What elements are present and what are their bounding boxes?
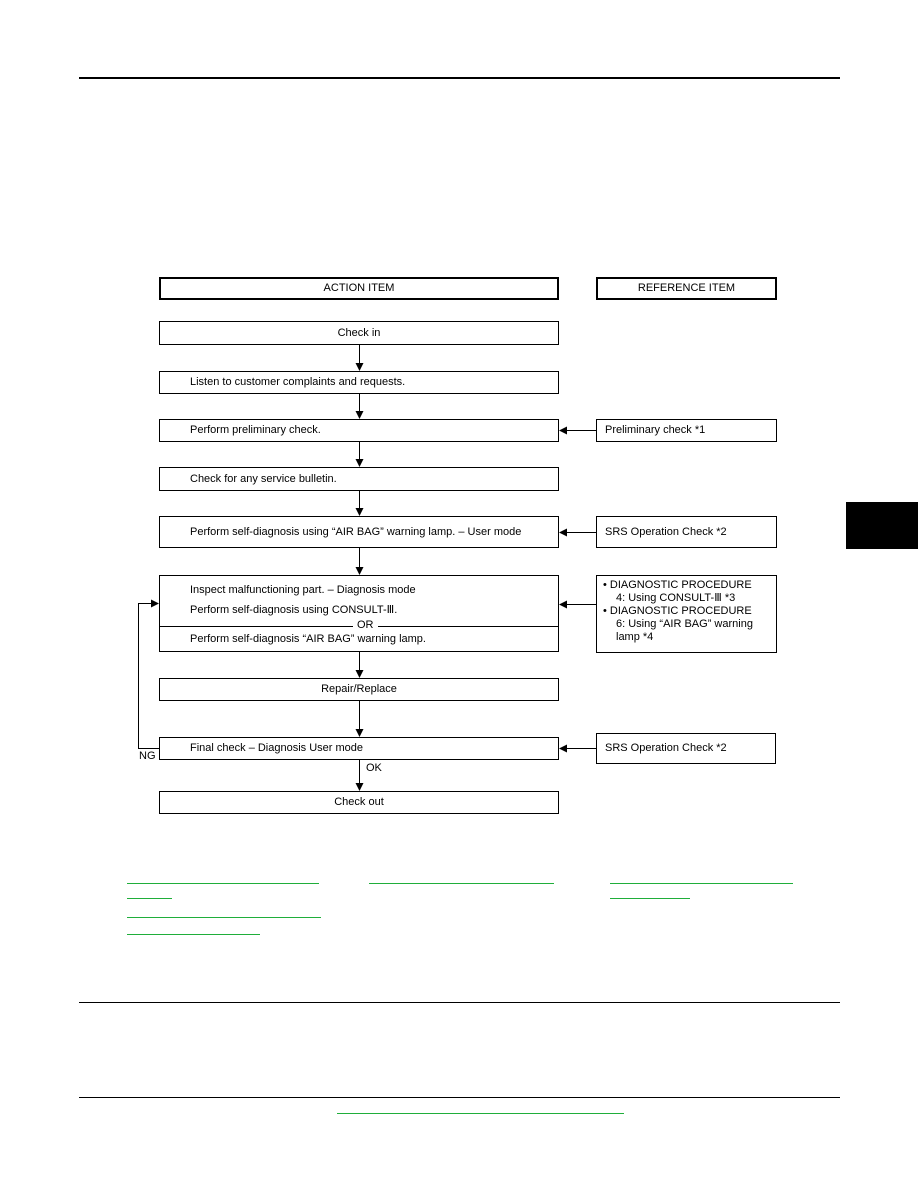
step-service-bulletin: Check for any service bulletin. xyxy=(159,467,559,491)
ref-srs-operation-check-1: SRS Operation Check *2 xyxy=(596,516,777,548)
link-underline[interactable] xyxy=(127,934,260,935)
link-underline[interactable] xyxy=(127,883,319,884)
or-label: OR xyxy=(353,619,378,632)
link-underline[interactable] xyxy=(127,898,172,899)
inspect-line-3: Perform self-diagnosis “AIR BAG” warning… xyxy=(190,633,426,645)
step-preliminary-check: Perform preliminary check. xyxy=(159,419,559,442)
section-tab xyxy=(846,502,918,549)
header-rule xyxy=(79,77,840,79)
step-self-diagnosis-user: Perform self-diagnosis using “AIR BAG” w… xyxy=(159,516,559,548)
link-underline[interactable] xyxy=(369,883,554,884)
action-item-header: ACTION ITEM xyxy=(159,277,559,300)
ref-preliminary-check: Preliminary check *1 xyxy=(596,419,777,442)
footer-rule xyxy=(79,1097,840,1098)
inspect-line-1: Inspect malfunctioning part. – Diagnosis… xyxy=(190,584,416,596)
step-repair-replace: Repair/Replace xyxy=(159,678,559,701)
link-underline[interactable] xyxy=(610,883,793,884)
ref-srs-operation-check-2: SRS Operation Check *2 xyxy=(596,733,776,764)
inspect-line-2: Perform self-diagnosis using CONSULT-Ⅲ. xyxy=(190,604,398,616)
ok-label: OK xyxy=(366,762,382,774)
step-listen: Listen to customer complaints and reques… xyxy=(159,371,559,394)
footer-link-underline[interactable] xyxy=(337,1113,624,1114)
section-rule xyxy=(79,1002,840,1003)
step-final-check: Final check – Diagnosis User mode xyxy=(159,737,559,760)
link-underline[interactable] xyxy=(127,917,321,918)
ref-diagnostic-procedure: • DIAGNOSTIC PROCEDURE 4: Using CONSULT-… xyxy=(596,575,777,653)
link-underline[interactable] xyxy=(610,898,690,899)
reference-item-header: REFERENCE ITEM xyxy=(596,277,777,300)
step-inspect-malfunction: Inspect malfunctioning part. – Diagnosis… xyxy=(159,575,559,652)
ng-label: NG xyxy=(139,750,156,762)
step-check-out: Check out xyxy=(159,791,559,814)
step-check-in: Check in xyxy=(159,321,559,345)
